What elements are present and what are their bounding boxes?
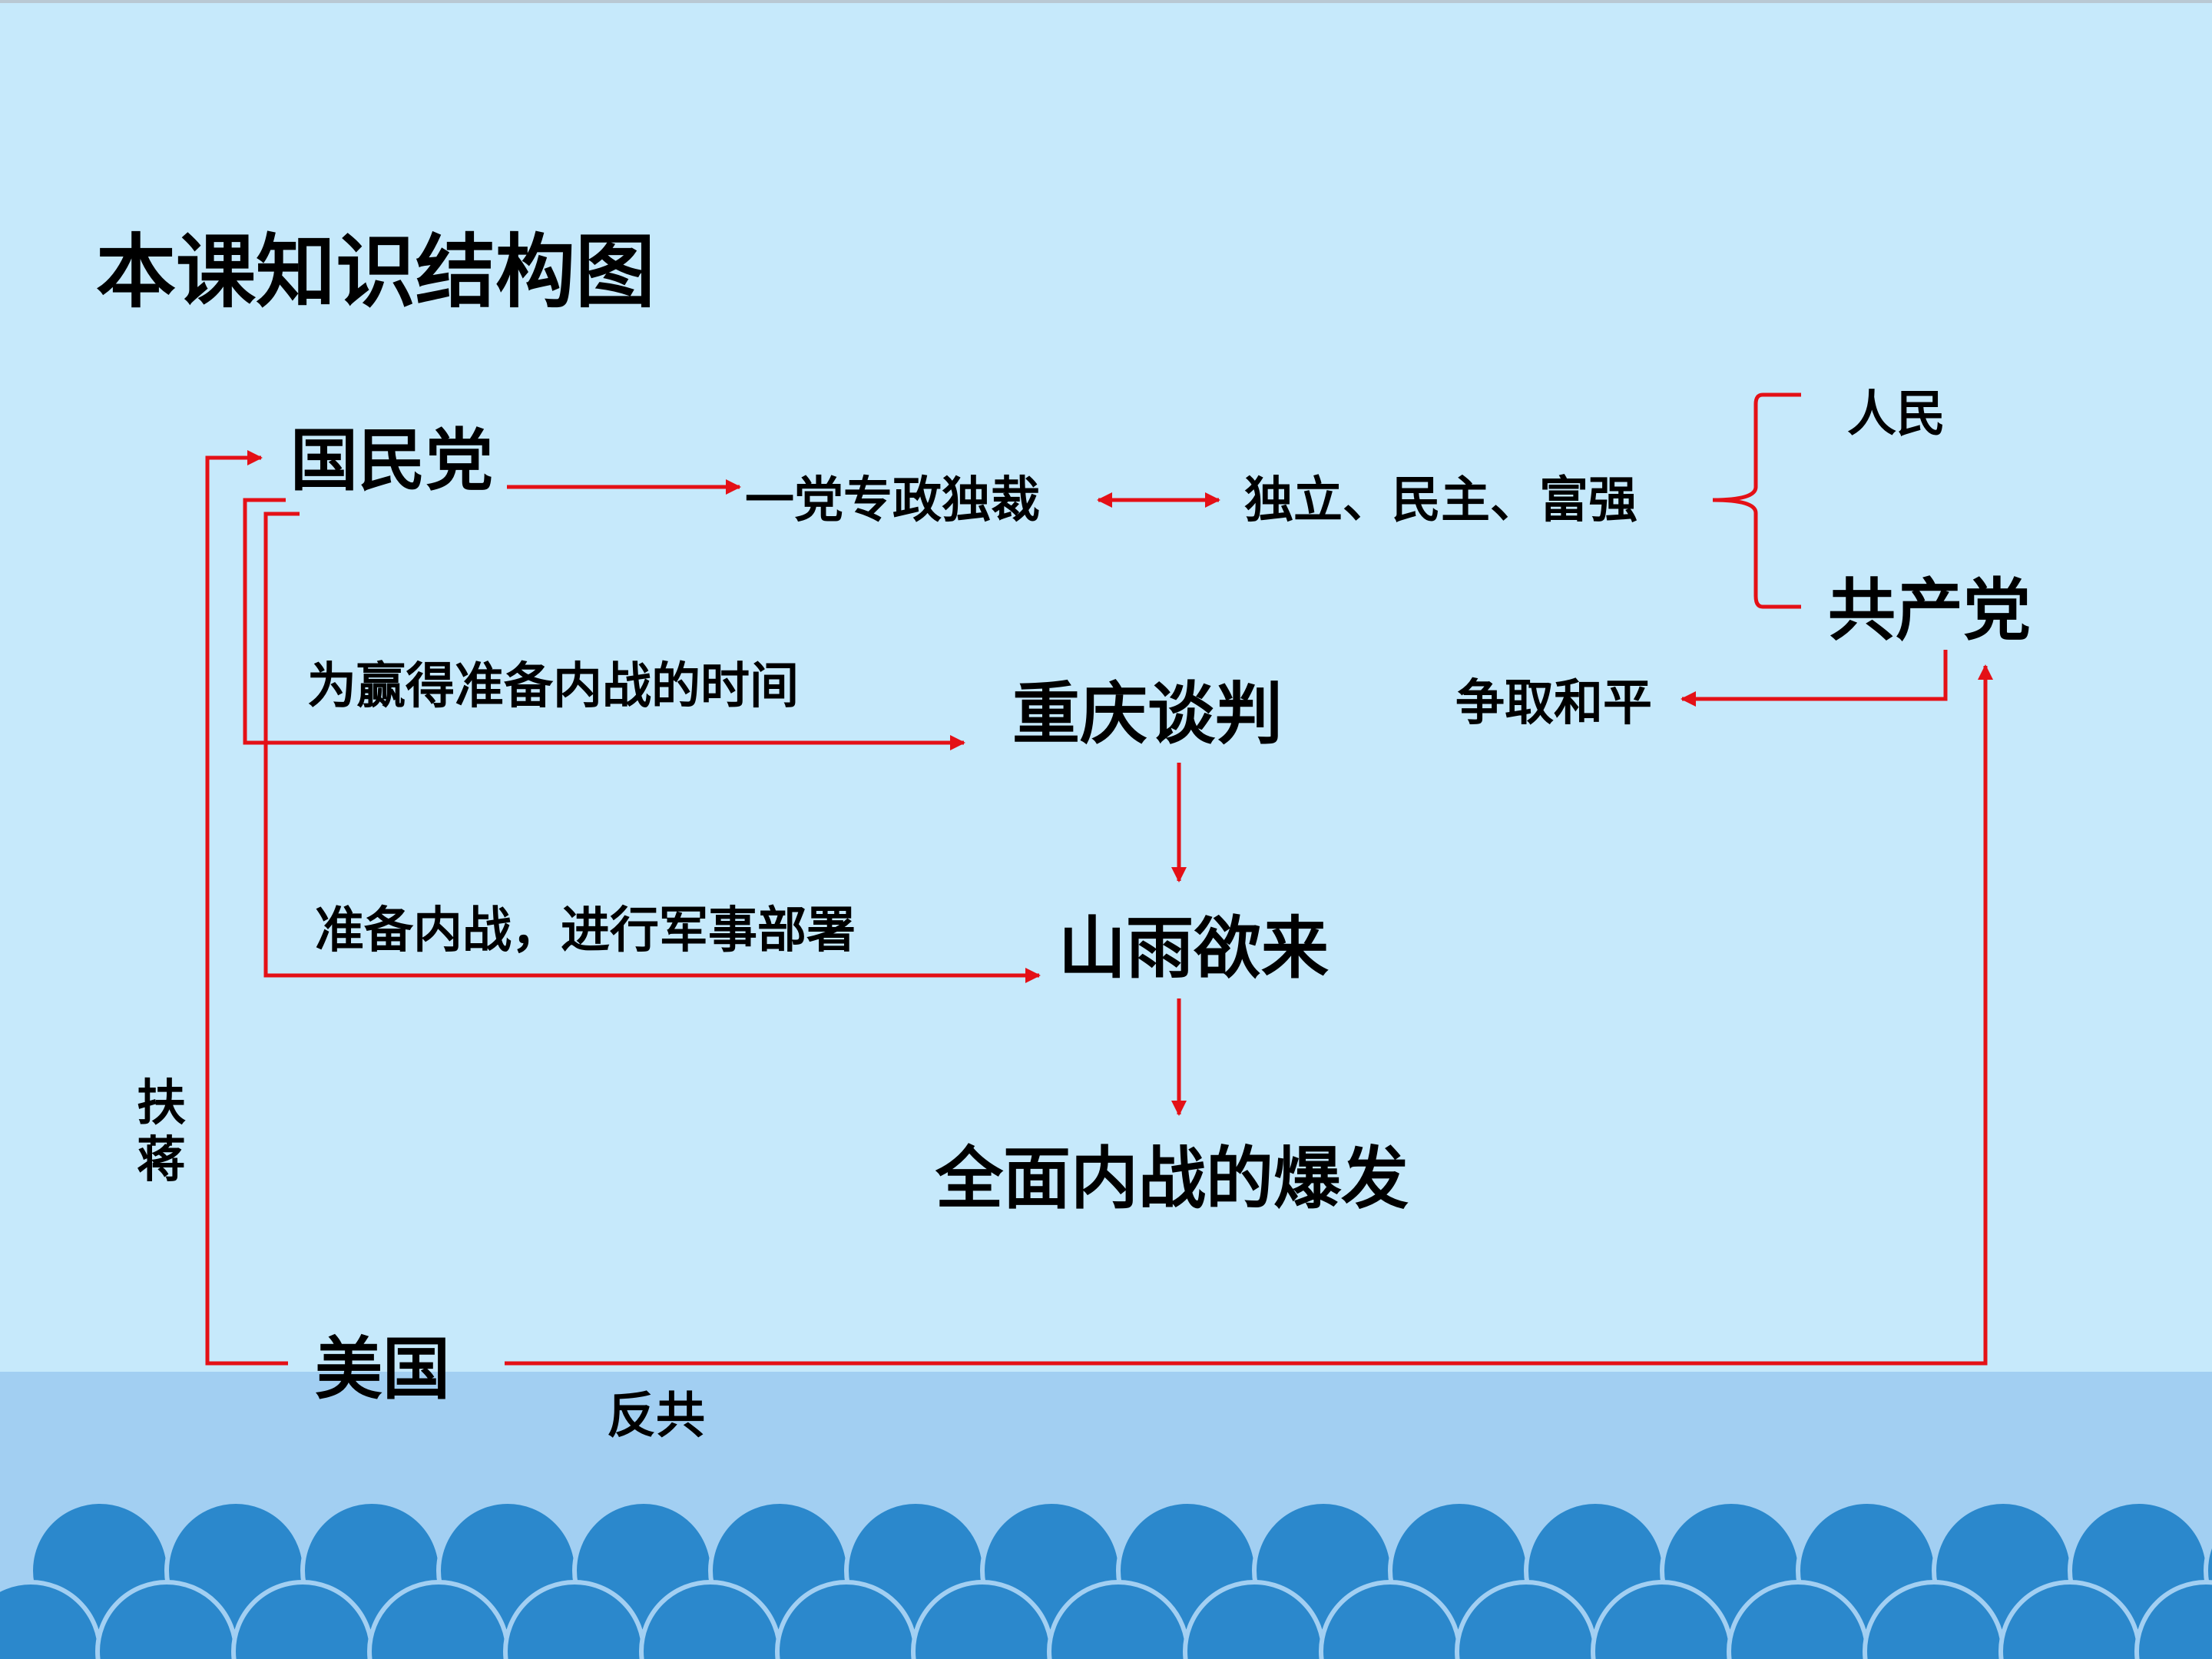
arrow-usa-anti-communist — [505, 664, 1993, 1366]
node-kmt: 国民党 — [290, 420, 494, 500]
edge-label-support-chiang: 扶 蒋 — [137, 1075, 186, 1189]
slide-title: 本课知识结构图 — [96, 224, 656, 319]
edge-label-gain-time: 为赢得准备内战的时间 — [307, 657, 799, 715]
top-edge — [0, 0, 2212, 3]
arrow-usa-support-kmt — [205, 450, 288, 1366]
edge-label-prepare-war: 准备内战，进行军事部署 — [315, 902, 856, 959]
node-chongqing-negotiation: 重庆谈判 — [1012, 674, 1283, 753]
node-usa: 美国 — [315, 1329, 451, 1409]
node-people: 人民 — [1847, 386, 1945, 443]
arrow-kmt-to-chongqing — [243, 498, 965, 750]
edge-label-anti-communist: 反共 — [607, 1387, 705, 1445]
node-storm-coming: 山雨欲来 — [1058, 908, 1330, 988]
node-strive-for-peace: 争取和平 — [1455, 674, 1652, 732]
node-full-civil-war: 全面内战的爆发 — [935, 1138, 1409, 1218]
node-independence-democracy-prosperity: 独立、民主、富强 — [1244, 472, 1637, 529]
node-ccp: 共产党 — [1828, 570, 2032, 650]
node-one-party-dictatorship: 一党专政独裁 — [745, 472, 1040, 529]
brace-people-ccp — [1712, 392, 1801, 609]
wave-scallop — [2134, 1580, 2212, 1659]
wave-decoration — [0, 1499, 2212, 1659]
arrow-ccp-to-strive-peace — [1681, 650, 1948, 707]
arrow-kmt-to-storm — [263, 512, 1041, 983]
